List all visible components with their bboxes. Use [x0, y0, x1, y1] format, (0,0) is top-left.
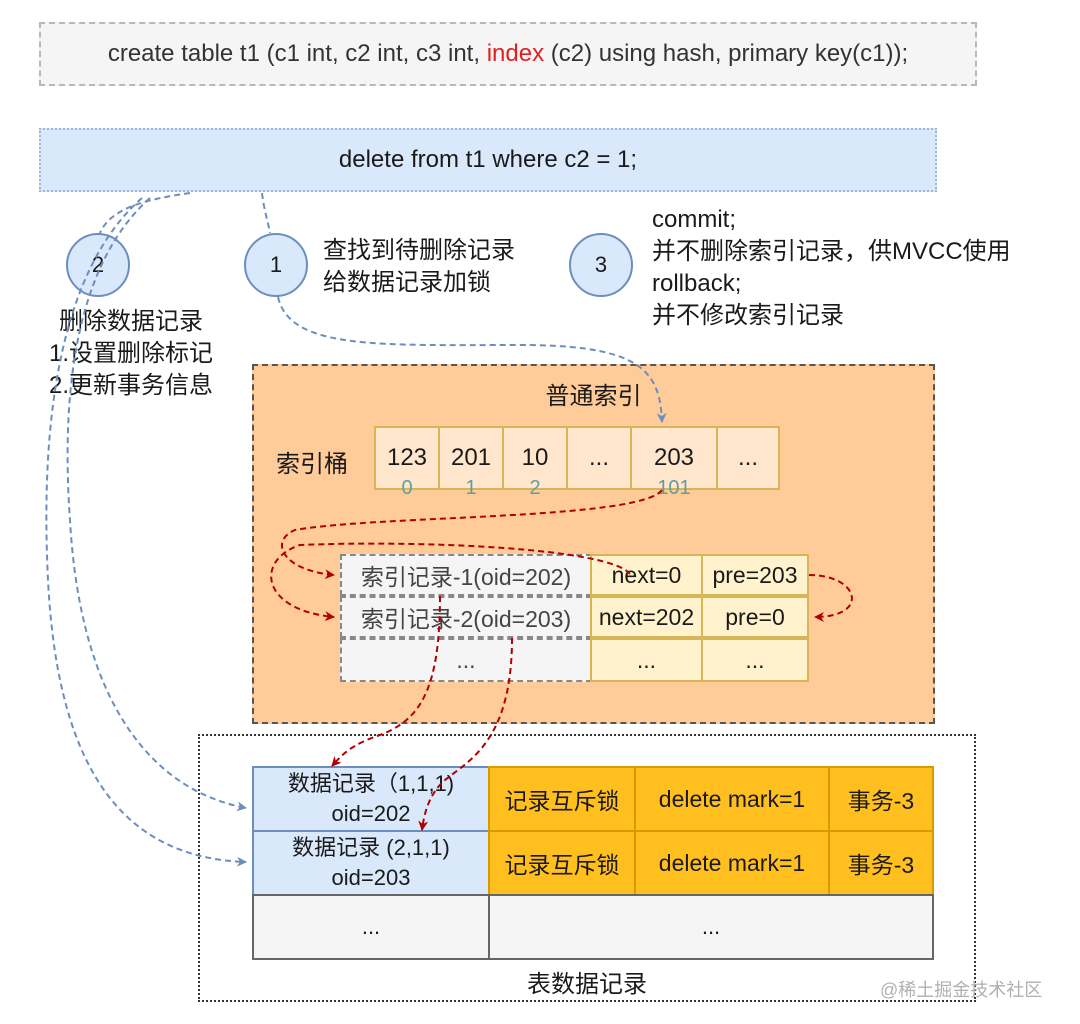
index-record-1-next: next=0: [590, 554, 703, 596]
step-2-line: 2.更新事务信息: [48, 372, 213, 399]
table-records-title: 表数据记录: [527, 971, 647, 998]
data-record-2: 数据记录 (2,1,1) oid=203: [252, 830, 490, 896]
bucket-cell: 203: [630, 426, 718, 490]
step-2-line: 1.设置删除标记: [48, 340, 213, 367]
create-text-before: create table t1 (c1 int, c2 int, c3 int,: [107, 40, 487, 67]
bucket-label: 索引桶: [276, 451, 348, 478]
index-record-2: 索引记录-2(oid=203): [340, 596, 592, 638]
data-record-2-oid: oid=203: [331, 865, 411, 890]
delete-statement: delete from t1 where c2 = 1;: [39, 128, 937, 192]
bucket-value: 10: [521, 444, 549, 471]
bucket-position: 101: [657, 477, 691, 499]
step-1-line: 给数据记录加锁: [323, 269, 491, 296]
step-3-line: 并不修改索引记录: [652, 302, 844, 329]
normal-index-title: 普通索引: [545, 383, 642, 410]
step-2-note: 删除数据记录 1.设置删除标记 2.更新事务信息: [26, 306, 236, 402]
arrow-delete-to-step1: [261, 192, 271, 234]
step-3-note: commit; 并不删除索引记录，供MVCC使用 rollback; 并不修改索…: [652, 204, 1011, 332]
step-3-circle: 3: [569, 233, 633, 297]
bucket-position: 2: [529, 477, 541, 499]
data-record-1-values: 数据记录（1,1,1): [287, 771, 455, 796]
arrow-delete-to-step2: [99, 192, 191, 234]
transaction-cell: 事务-3: [828, 766, 934, 832]
data-record-2-values: 数据记录 (2,1,1): [292, 835, 450, 860]
step-1-line: 查找到待删除记录: [323, 237, 515, 264]
step-3-line: commit;: [652, 206, 736, 233]
index-record-more-next: ...: [590, 638, 703, 682]
index-record-1: 索引记录-1(oid=202): [340, 554, 592, 596]
index-record-1-pre: pre=203: [701, 554, 809, 596]
create-table-statement: create table t1 (c1 int, c2 int, c3 int,…: [39, 22, 977, 86]
index-record-2-pre: pre=0: [701, 596, 809, 638]
bucket-value: ...: [588, 444, 609, 471]
bucket-value: 123: [386, 444, 428, 471]
create-text-after: (c2) using hash, primary key(c1));: [544, 40, 909, 67]
index-record-more: ...: [340, 638, 592, 682]
record-lock-cell: 记录互斥锁: [488, 766, 636, 832]
bucket-cell: ...: [716, 426, 780, 490]
bucket-value: 203: [653, 444, 695, 471]
bucket-position: 1: [465, 477, 477, 499]
bucket-cell: 10: [502, 426, 568, 490]
bucket-position: 0: [401, 477, 413, 499]
data-record-more-detail: ...: [488, 894, 934, 960]
bucket-value: ...: [737, 444, 758, 471]
step-2-circle: 2: [66, 233, 130, 297]
step-3-line: 并不删除索引记录，供MVCC使用: [652, 238, 1011, 265]
index-keyword: index: [486, 40, 545, 67]
delete-mark-cell: delete mark=1: [634, 830, 830, 896]
step-1-circle: 1: [244, 233, 308, 297]
data-record-more: ...: [252, 894, 490, 960]
data-record-1-oid: oid=202: [331, 801, 411, 826]
table-records-panel: [198, 734, 976, 1002]
bucket-value: 201: [450, 444, 492, 471]
transaction-cell: 事务-3: [828, 830, 934, 896]
delete-mark-cell: delete mark=1: [634, 766, 830, 832]
bucket-cell: ...: [566, 426, 632, 490]
index-record-2-next: next=202: [590, 596, 703, 638]
index-record-more-pre: ...: [701, 638, 809, 682]
record-lock-cell: 记录互斥锁: [488, 830, 636, 896]
bucket-cell: 123: [374, 426, 440, 490]
step-2-line: 删除数据记录: [59, 308, 203, 335]
data-record-1: 数据记录（1,1,1) oid=202: [252, 766, 490, 832]
step-3-line: rollback;: [652, 270, 742, 297]
step-1-note: 查找到待删除记录 给数据记录加锁: [323, 235, 515, 299]
watermark: @稀土掘金技术社区: [880, 980, 1043, 1000]
